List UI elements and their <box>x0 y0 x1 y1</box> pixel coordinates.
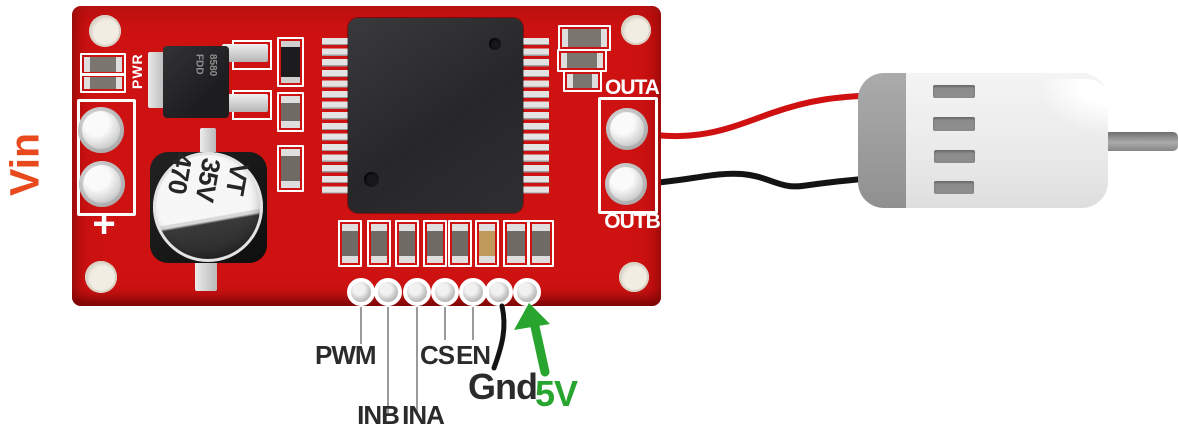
ina-label: INA <box>402 400 445 430</box>
5v-label: 5V <box>534 373 578 414</box>
mosfet-lead <box>222 94 268 112</box>
motor-highlight <box>1040 79 1112 133</box>
ic-dot <box>489 38 501 50</box>
motor-shaft <box>1106 132 1178 151</box>
outa-pad <box>606 108 648 150</box>
ina-pin <box>403 278 431 306</box>
outa-silkscreen: OUTA <box>605 76 660 99</box>
out-terminal-outline <box>598 97 658 214</box>
smd-resistor <box>475 220 499 267</box>
smd-diode <box>277 37 304 87</box>
smd-resistor <box>277 92 304 132</box>
mounting-hole <box>85 261 117 293</box>
5v-pin <box>513 278 541 306</box>
pwm-pin <box>347 278 375 306</box>
motor-wire-black <box>637 170 879 190</box>
motor-vent-slot <box>934 181 974 194</box>
capacitor-lead <box>200 128 216 156</box>
smd-resistor <box>563 70 602 92</box>
motor-vent-slot <box>933 85 975 98</box>
electrolytic-capacitor: 470 35V VT <box>153 151 263 262</box>
vin-plus-pad <box>78 107 124 153</box>
driver-ic <box>348 18 523 213</box>
vin-minus-pad <box>79 161 125 207</box>
gnd-label: Gnd <box>468 366 538 407</box>
ic-pins-left <box>322 38 350 196</box>
capacitor-lead <box>195 261 217 291</box>
ic-pin1-dot <box>364 172 379 187</box>
cs-pin <box>431 278 459 306</box>
mosfet-lead <box>222 44 268 62</box>
mounting-hole <box>89 15 121 47</box>
smd-resistor <box>277 145 304 192</box>
smd-resistor <box>448 220 472 267</box>
mosfet-marking: FDD 8580 <box>193 54 219 77</box>
gnd-leader-line <box>491 303 507 371</box>
5v-arrow-shaft <box>529 317 550 377</box>
inb-pin <box>374 278 402 306</box>
motor-end-cap <box>858 73 908 208</box>
ic-pins-right <box>521 38 549 196</box>
plus-silkscreen: + <box>92 202 116 246</box>
5v-arrow-head <box>514 303 550 330</box>
vin-terminal-outline <box>77 99 136 216</box>
mosfet: FDD 8580 <box>163 46 229 118</box>
smd-resistor <box>528 220 554 267</box>
smd-resistor <box>338 220 362 267</box>
mounting-hole <box>619 262 649 292</box>
motor-vent-slot <box>934 150 975 163</box>
pwm-label: PWM <box>315 340 377 370</box>
gnd-pin <box>485 278 513 306</box>
smd-resistor <box>367 220 391 267</box>
outb-silkscreen: OUTB <box>604 210 661 233</box>
cs-label: CS <box>419 340 455 370</box>
smd-resistor <box>80 53 126 76</box>
motor-wire-red <box>637 92 877 140</box>
motor-driver-board: + PWR FDD 8580 470 35V VT <box>72 6 661 306</box>
smd-resistor <box>80 73 126 93</box>
smd-resistor <box>395 220 419 267</box>
outb-pad <box>605 163 647 205</box>
mounting-hole <box>621 15 651 45</box>
motor-vent-slot <box>933 117 975 131</box>
vin-label: Vin <box>1 132 48 196</box>
mosfet-tab <box>148 52 166 108</box>
inb-label: INB <box>357 400 400 430</box>
en-label: EN <box>455 340 491 370</box>
smd-resistor <box>423 220 447 267</box>
